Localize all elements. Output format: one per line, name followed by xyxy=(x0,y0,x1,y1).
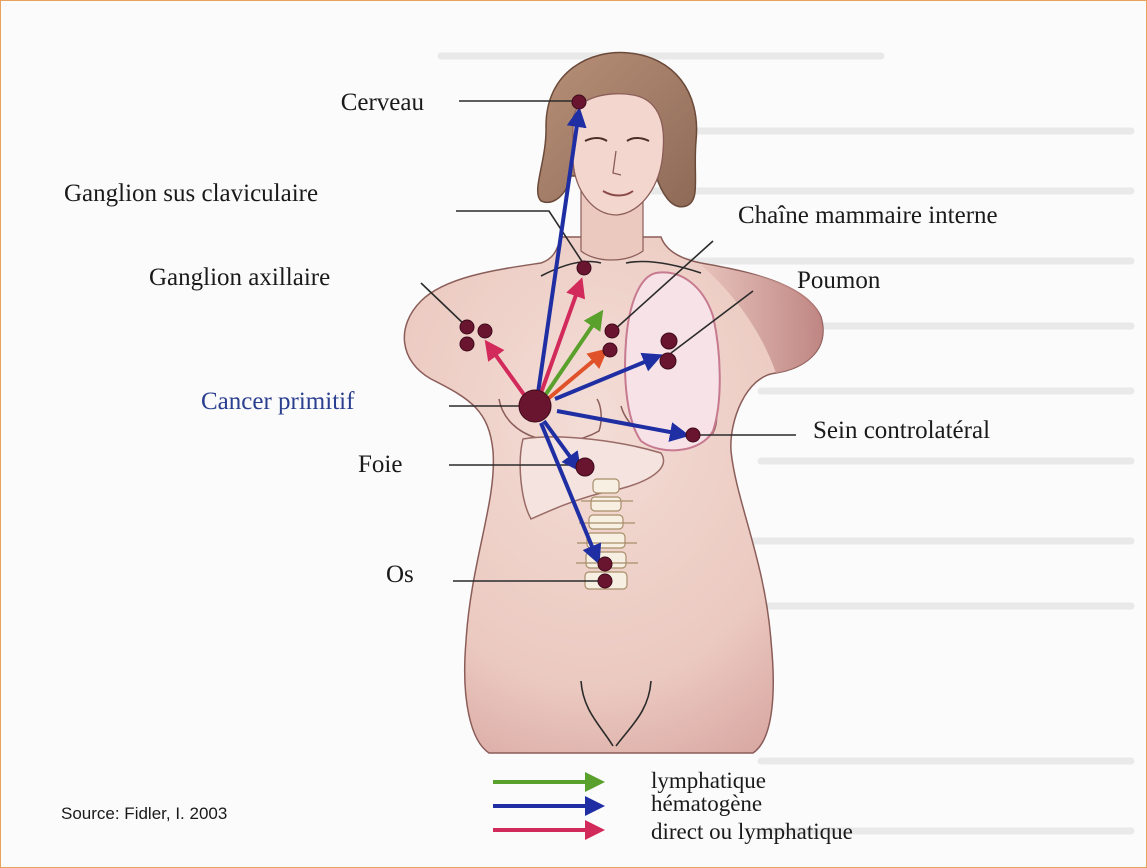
label-ganglion-sus-claviculaire: Ganglion sus claviculaire xyxy=(64,180,318,207)
label-chaine-mammaire-interne: Chaîne mammaire interne xyxy=(738,202,998,229)
head xyxy=(538,53,697,215)
dot-internal-mammary-2 xyxy=(603,343,617,357)
legend-label-hematogene: hématogène xyxy=(651,791,762,816)
dot-lung-1 xyxy=(661,333,677,349)
face xyxy=(573,94,664,215)
dot-primary-tumor xyxy=(519,390,551,422)
dot-contralateral-breast xyxy=(686,428,700,442)
dot-brain xyxy=(572,95,586,109)
dot-internal-mammary-1 xyxy=(605,324,619,338)
legend: lymphatique hématogène direct ou lymphat… xyxy=(493,768,853,844)
dot-liver xyxy=(576,458,594,476)
label-os: Os xyxy=(386,561,414,588)
label-cancer-primitif: Cancer primitif xyxy=(201,388,355,415)
legend-label-direct: direct ou lymphatique xyxy=(651,819,853,844)
dot-bone-2 xyxy=(598,574,612,588)
dot-supraclavicular xyxy=(577,261,591,275)
dot-lung-2 xyxy=(660,353,676,369)
label-cerveau: Cerveau xyxy=(341,89,425,116)
label-foie: Foie xyxy=(358,451,402,478)
legend-label-lymphatique: lymphatique xyxy=(651,768,766,793)
dot-axillary-3 xyxy=(460,337,474,351)
label-sein-controlateral: Sein controlatéral xyxy=(813,417,990,444)
dot-bone-1 xyxy=(598,557,612,571)
source-citation: Source: Fidler, I. 2003 xyxy=(61,804,227,823)
dot-axillary-1 xyxy=(460,320,474,334)
dot-axillary-2 xyxy=(478,324,492,338)
label-poumon: Poumon xyxy=(797,267,881,294)
label-ganglion-axillaire: Ganglion axillaire xyxy=(149,264,330,291)
